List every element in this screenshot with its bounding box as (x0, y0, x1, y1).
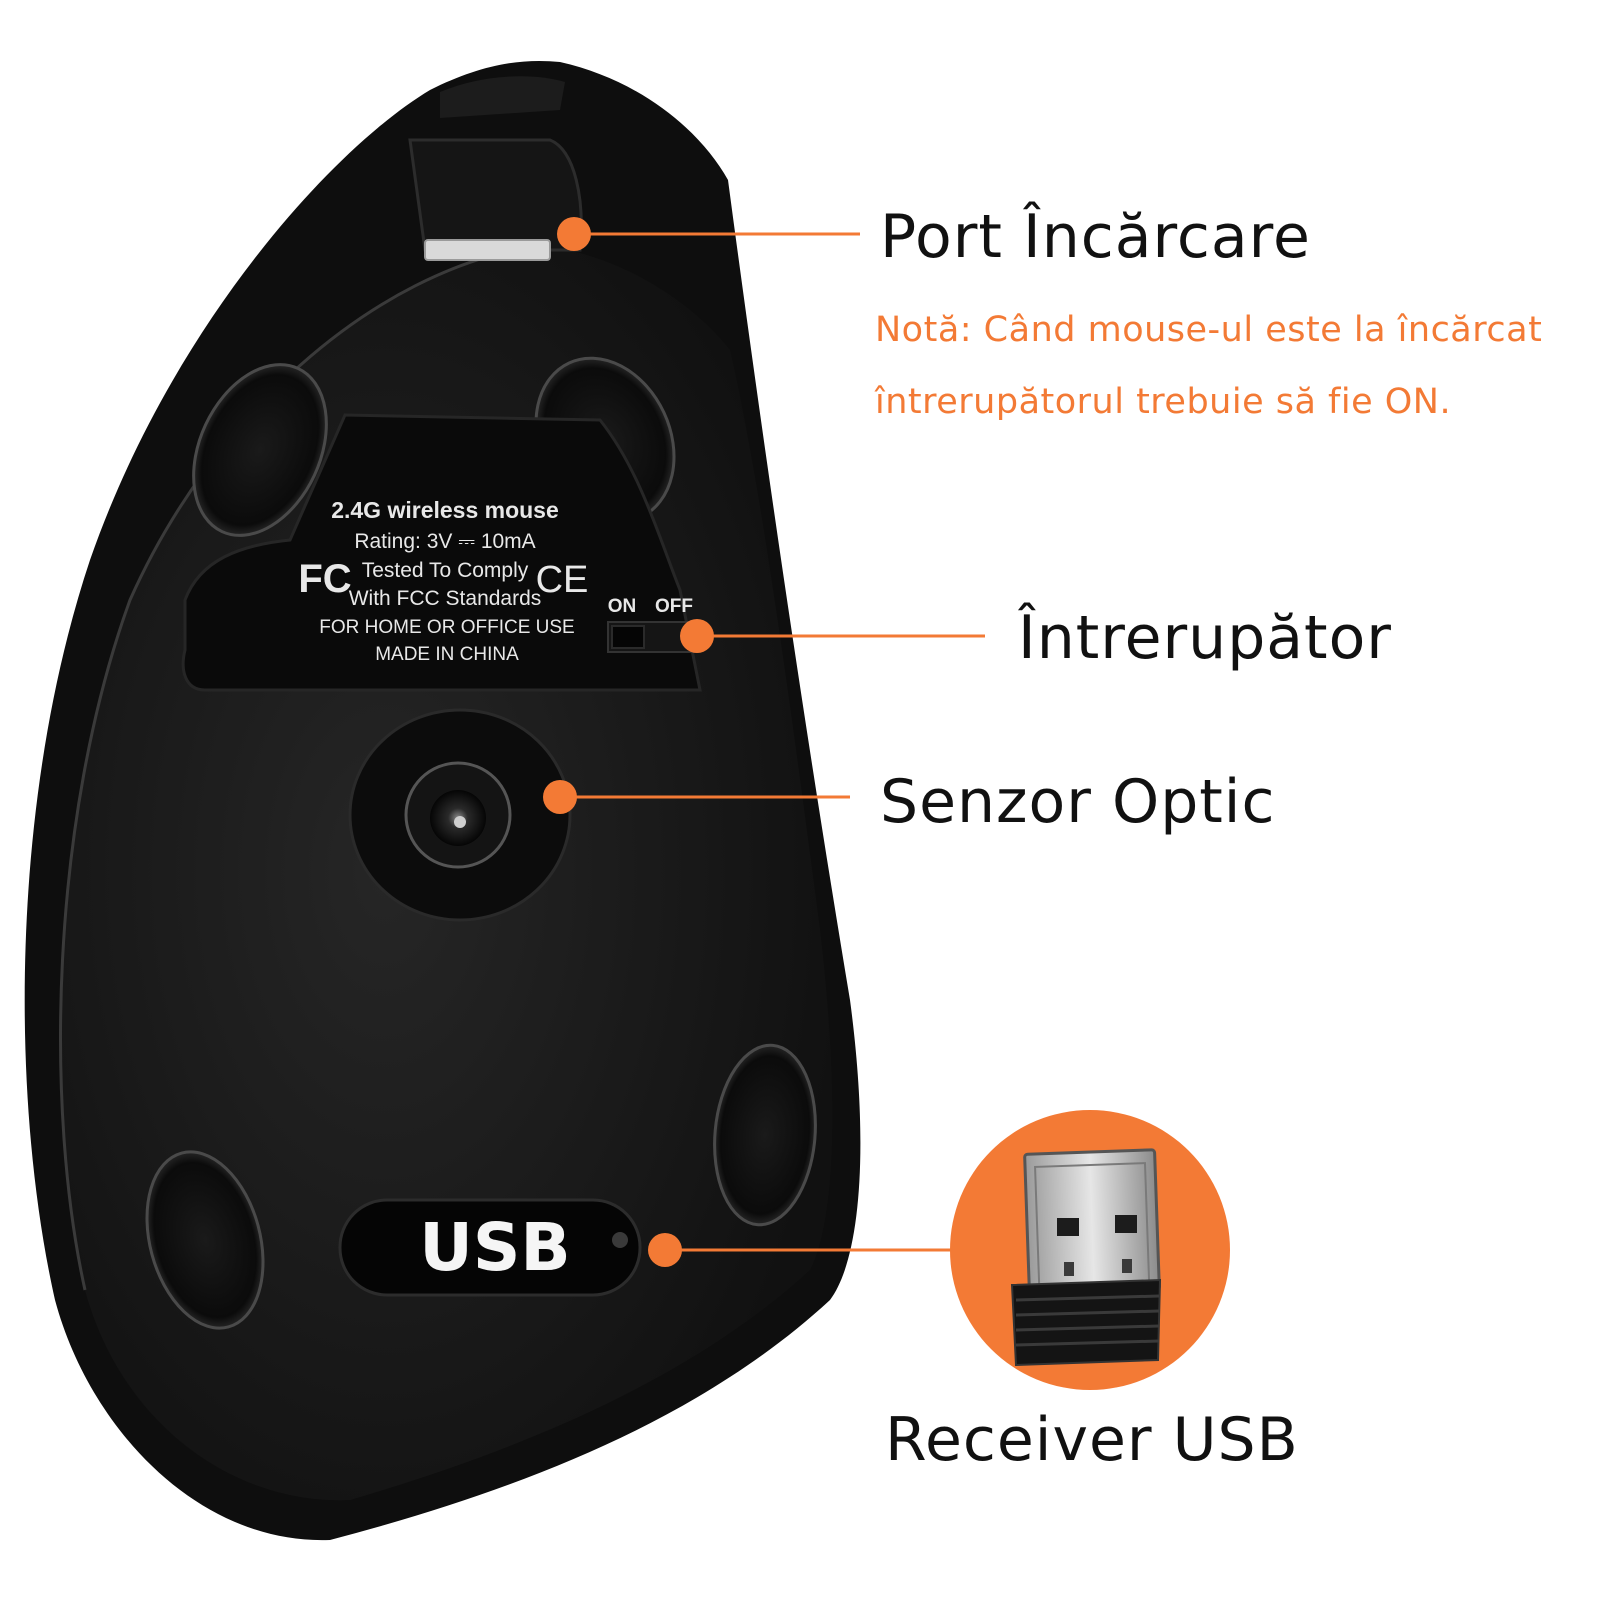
label-line-tested: Tested To Comply (362, 559, 529, 582)
label-line-rating: Rating: 3V ⎓ 10mA (354, 530, 535, 553)
usb-receiver (950, 1110, 1230, 1390)
usb-slot: USB (338, 1198, 642, 1297)
callout-dots (543, 217, 714, 1267)
receiver-hole-right (1115, 1215, 1137, 1233)
mouse-rim-highlight (59, 243, 541, 1291)
receiver-label: Receiver USB (885, 1405, 1299, 1475)
label-line-model: 2.4G wireless mouse (331, 497, 559, 523)
usb-slot-label: USB (419, 1209, 570, 1286)
label-line-origin: MADE IN CHINA (375, 644, 519, 665)
receiver-hole-left (1057, 1218, 1079, 1236)
mouse-foot-bottom-right (713, 1043, 817, 1227)
switch-off-label: OFF (655, 596, 693, 617)
optical-sensor (348, 708, 572, 922)
mouse-foot-bottom-left (145, 1150, 265, 1330)
mouse-foot-top-left (192, 363, 328, 537)
charging-port (408, 76, 583, 261)
product-label-text: 2.4G wireless mouse Rating: 3V ⎓ 10mA Te… (298, 497, 588, 665)
charging-port-label: Port Încărcare (880, 202, 1311, 272)
sensor-label: Senzor Optic (880, 767, 1276, 837)
charging-note-line-1: Notă: Când mouse-ul este la încărcat (875, 310, 1543, 350)
callout-dot-switch (680, 619, 714, 653)
label-line-fcc: With FCC Standards (349, 587, 542, 610)
switch-label: Întrerupător (1018, 603, 1392, 673)
switch-on-label: ON (608, 596, 637, 617)
callout-dot-sensor (543, 780, 577, 814)
callout-dot-charging-port (557, 217, 591, 251)
receiver-grip (1010, 1278, 1162, 1367)
ce-mark: CE (536, 559, 589, 601)
fcc-mark: FC (298, 557, 351, 601)
charging-note-line-2: întrerupătorul trebuie să fie ON. (875, 382, 1452, 422)
callout-lines (560, 232, 985, 1252)
label-plate (181, 413, 702, 692)
receiver-plug (1023, 1148, 1161, 1296)
label-line-use: FOR HOME OR OFFICE USE (319, 617, 574, 638)
callout-dot-receiver (648, 1233, 682, 1267)
